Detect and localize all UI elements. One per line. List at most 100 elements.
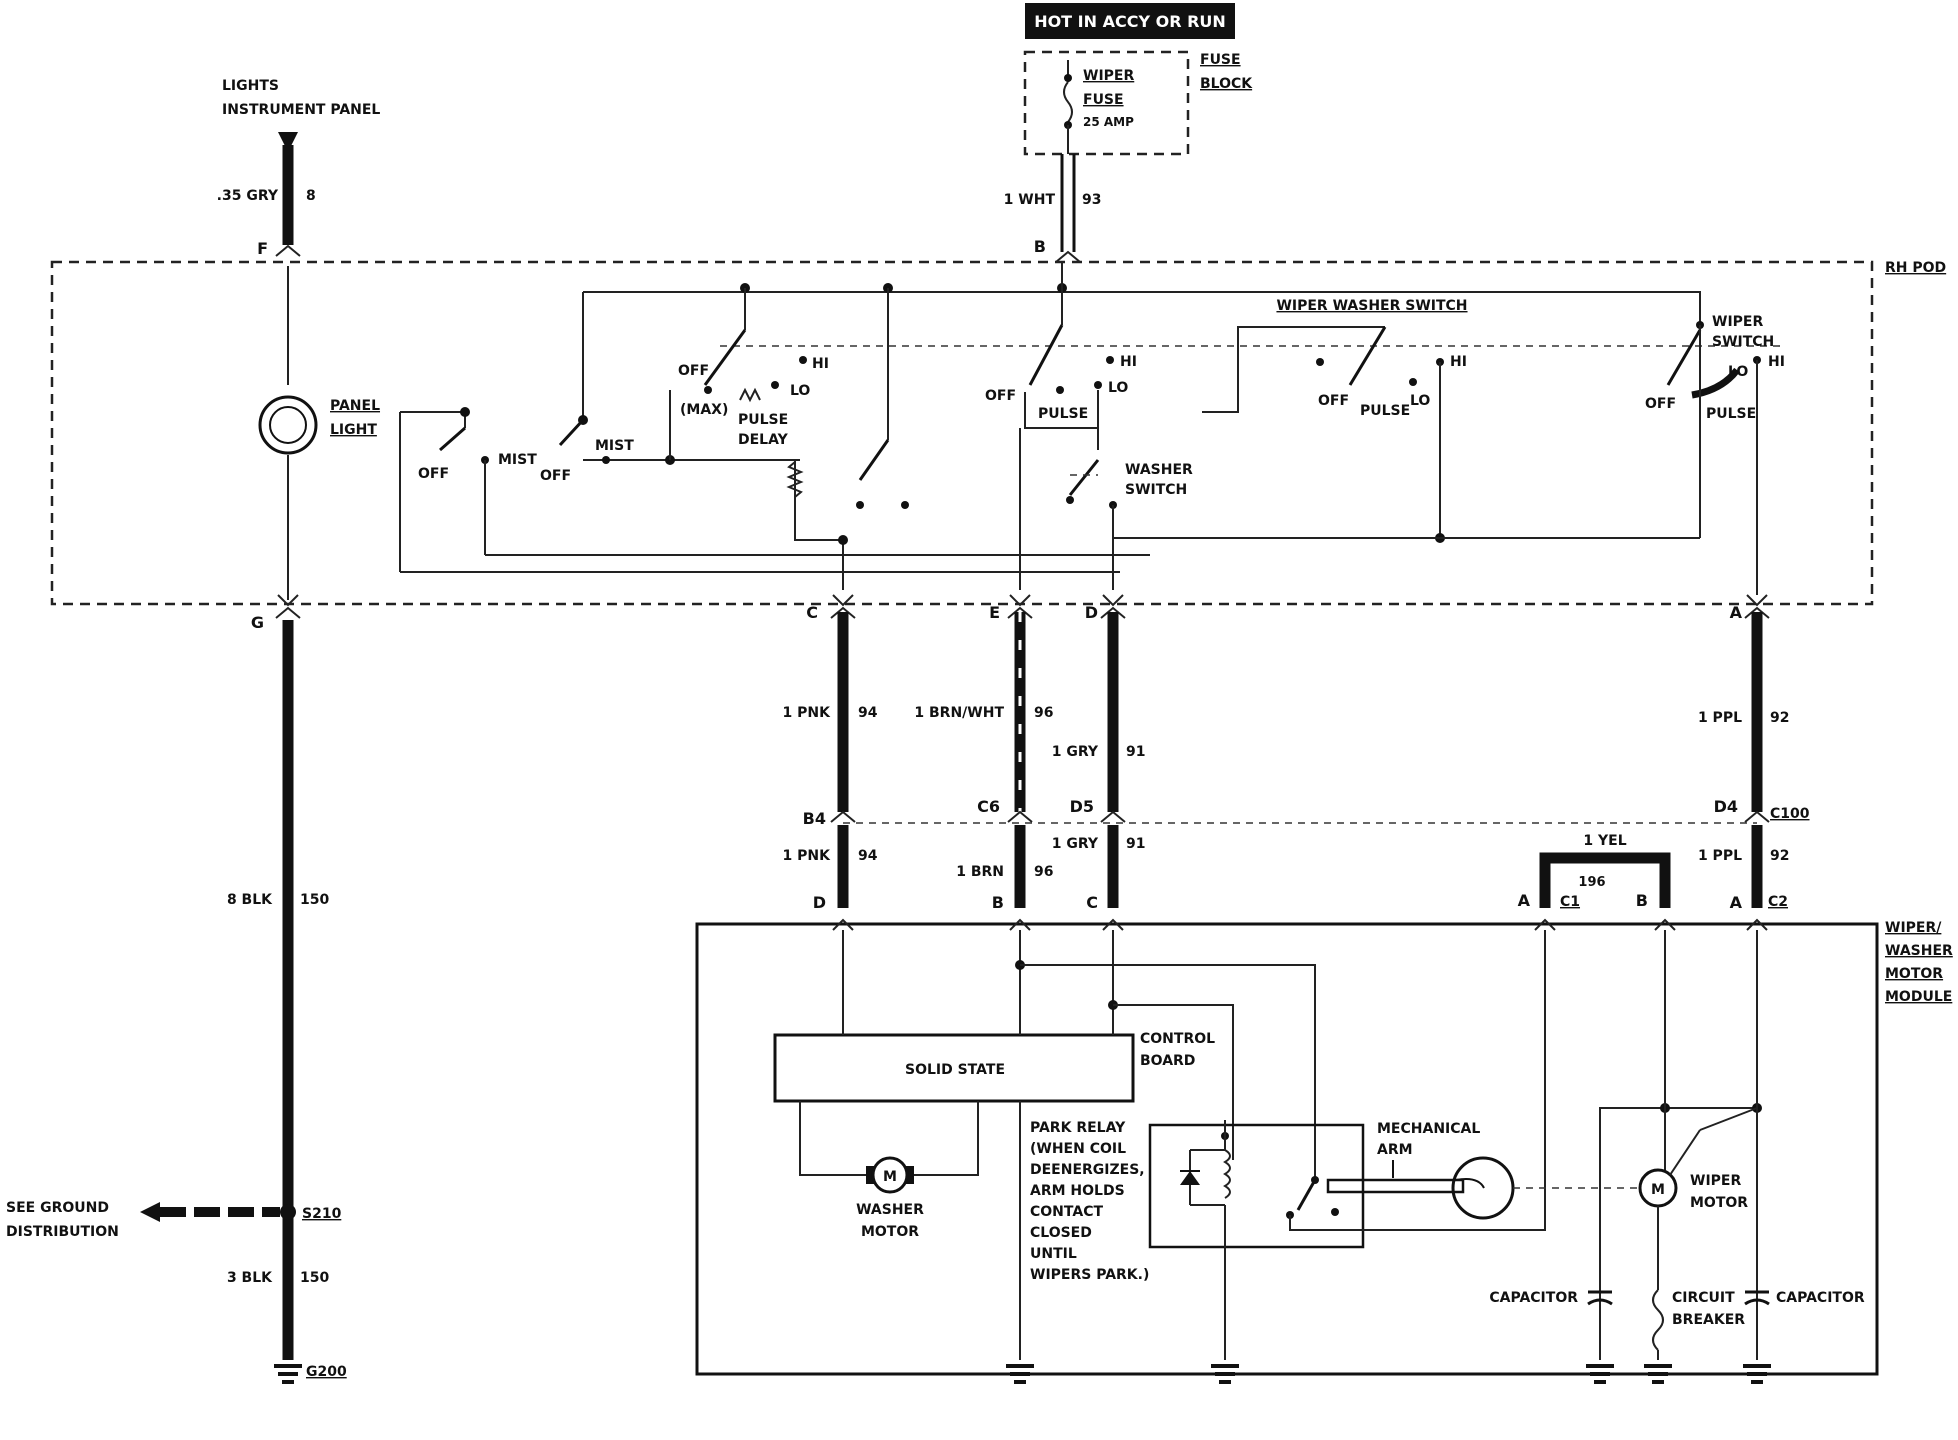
washer-motor-label-2: MOTOR	[861, 1224, 919, 1240]
pnk-lower-circuit: 94	[858, 848, 878, 864]
wiper-switch-blade	[1666, 329, 1702, 386]
yel-jumper-wire	[1539, 852, 1671, 908]
circuit-breaker-label-1: CIRCUIT	[1672, 1290, 1735, 1306]
ppl-upper-color: 1 PPL	[1698, 710, 1742, 726]
pin-c6: C6	[977, 797, 1000, 816]
pulse-label-2: PULSE	[1360, 403, 1410, 419]
lo-label-4: LO	[1728, 364, 1748, 380]
relay-to-c1a	[1289, 930, 1546, 1231]
blk-wire-color-lower: 3 BLK	[227, 1270, 273, 1286]
mechanical-arm-label-1: MECHANICAL	[1377, 1121, 1480, 1137]
pin-g-arrow	[277, 594, 299, 607]
panel-light-label-2: LIGHT	[330, 422, 377, 438]
park-relay-box	[1148, 1123, 1365, 1249]
lo-contact-3	[1409, 378, 1417, 386]
hi-label-1: HI	[812, 356, 829, 372]
wiper-switch-label-2: SWITCH	[1712, 334, 1774, 350]
delay-resistor-icon	[786, 461, 804, 498]
ground-icon-capacitor-right	[1743, 1364, 1771, 1384]
wiper-switch-label-1: WIPER	[1712, 314, 1763, 330]
capacitor-right-label: CAPACITOR	[1776, 1290, 1865, 1306]
rh-pod-label: RH POD	[1885, 260, 1946, 276]
pin-a-arrow	[1746, 594, 1768, 607]
fuse-block-box	[1023, 50, 1190, 156]
relay-contact-blade	[1296, 1179, 1317, 1211]
brn-wht-upper-color: 1 BRN/WHT	[914, 705, 1004, 721]
park-relay-description: PARK RELAY (WHEN COIL DEENERGIZES, ARM H…	[1030, 1120, 1149, 1283]
lights-label-1: LIGHTS	[222, 78, 279, 94]
pod-bus-top	[583, 291, 1701, 325]
wht-wire-color: 1 WHT	[1004, 192, 1056, 208]
pin-d4: D4	[1714, 797, 1738, 816]
hi-label-4: HI	[1768, 354, 1785, 370]
mod-pin-b-arrow	[1009, 918, 1031, 931]
mist-switch-blade-2	[558, 418, 585, 447]
yel-jumper-color: 1 YEL	[1583, 833, 1626, 849]
panel-light-bulb-icon	[258, 395, 318, 455]
lo-label-2: LO	[1108, 380, 1128, 396]
lights-arrow-icon	[278, 132, 298, 152]
module-pin-a-c2: A	[1730, 893, 1743, 912]
washer-relay-blade	[858, 439, 890, 481]
max-label: (MAX)	[680, 402, 728, 418]
fuse-label-1: WIPER	[1083, 68, 1134, 84]
right-loop	[1202, 326, 1385, 413]
gry-wire-circuit: 8	[306, 188, 316, 204]
pin-c-arrow	[832, 594, 854, 607]
solid-state-board	[773, 1033, 1135, 1103]
mod-pin-c-arrow	[1102, 918, 1124, 931]
right-switch-blade	[1348, 326, 1387, 386]
washer-switch-label-1: WASHER	[1125, 462, 1193, 478]
brn-lower-color: 1 BRN	[956, 864, 1004, 880]
lo-contact-2	[1094, 381, 1102, 389]
mist-label-1: MIST	[498, 452, 537, 468]
c1-pin-b: B	[1636, 891, 1648, 910]
delay-drop	[794, 460, 843, 541]
fuse-block-label-1: FUSE	[1200, 52, 1241, 68]
module-title-4: MODULE	[1885, 989, 1952, 1005]
panel-light-label-1: PANEL	[330, 398, 380, 414]
c1-pin-a: A	[1518, 891, 1531, 910]
see-ground-arrow-icon	[140, 1202, 160, 1222]
pulse-loop	[1024, 390, 1099, 429]
park-relay-line-4: ARM HOLDS	[1030, 1183, 1125, 1199]
mist-node-2	[578, 415, 588, 425]
solid-state-label: SOLID STATE	[905, 1062, 1005, 1078]
washer-switch-contact	[1066, 496, 1074, 504]
mist-node-1	[460, 407, 470, 417]
pnk-upper-circuit: 94	[858, 705, 878, 721]
circuit-breaker-icon	[1652, 1289, 1664, 1351]
mod-pin-d-arrow	[832, 918, 854, 931]
pin-c-connector	[830, 606, 856, 619]
ground-icon-board	[1006, 1364, 1034, 1384]
mist-switch-blade-1	[439, 426, 466, 452]
park-relay-line-1: PARK RELAY	[1030, 1120, 1126, 1136]
wiper-motor-label-2: MOTOR	[1690, 1195, 1748, 1211]
splice-s210-label: S210	[302, 1206, 342, 1222]
blk-wire-color-upper: 8 BLK	[227, 892, 273, 908]
c100-c6-connector	[1007, 810, 1033, 823]
brn-lower-circuit: 96	[1034, 864, 1053, 880]
pin-e-label: E	[989, 603, 1000, 622]
pin-b4: B4	[803, 809, 826, 828]
park-relay-line-2: (WHEN COIL	[1030, 1141, 1126, 1157]
module-pin-c: C	[1086, 893, 1098, 912]
capacitor-left-icon	[1587, 1290, 1613, 1306]
gry-lower-circuit: 91	[1126, 836, 1145, 852]
see-ground-label-1: SEE GROUND	[6, 1200, 109, 1216]
mod-pin-c2a-arrow	[1746, 918, 1768, 931]
ground-icon-g200	[274, 1364, 302, 1384]
ppl-upper-circuit: 92	[1770, 710, 1789, 726]
center-switch-blade	[1028, 324, 1064, 386]
hot-in-accy-badge	[1025, 3, 1235, 39]
mod-pin-c1b-arrow	[1654, 918, 1676, 931]
circuit-breaker-label-2: BREAKER	[1672, 1312, 1745, 1328]
gry-to-relay	[1113, 1004, 1234, 1160]
c100-d4-connector	[1744, 810, 1770, 823]
mist-label-2: MIST	[595, 438, 634, 454]
washer-relay-contact-2	[901, 501, 909, 509]
washer-motor-cap-left	[866, 1166, 874, 1184]
washer-switch-blade	[1068, 459, 1100, 496]
pin-b-connector	[1055, 250, 1081, 263]
ground-icon-breaker	[1644, 1364, 1672, 1384]
